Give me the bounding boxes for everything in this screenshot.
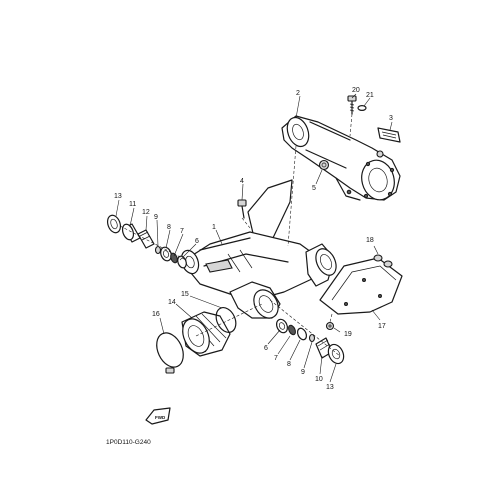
transom-housing (281, 115, 401, 201)
callout-4: 4 (240, 178, 244, 185)
washer-21 (357, 104, 367, 111)
callout-8-upper: 8 (167, 224, 171, 231)
right-bushing-stack (275, 318, 345, 365)
callout-9-lower: 9 (301, 369, 305, 376)
callout-20: 20 (352, 87, 360, 94)
label-plate (377, 127, 401, 143)
cover-plate-17 (319, 257, 403, 315)
callout-2: 2 (296, 90, 300, 97)
callout-9-upper: 9 (154, 214, 158, 221)
screw-19 (325, 321, 335, 331)
callout-13-upper: 13 (114, 193, 122, 200)
cap-18 (373, 254, 393, 268)
fwd-label: FWD (155, 415, 166, 420)
callout-13-lower: 13 (326, 384, 334, 391)
bellows-boot (181, 311, 231, 357)
callout-10: 10 (315, 376, 323, 383)
callout-6-lower: 6 (264, 345, 268, 352)
callout-18: 18 (366, 237, 374, 244)
callout-15: 15 (181, 291, 189, 298)
callout-19: 19 (344, 331, 352, 338)
callout-14: 14 (168, 299, 176, 306)
callout-17: 17 (378, 323, 386, 330)
clamp-16 (156, 332, 184, 374)
bolt-20 (347, 95, 357, 115)
callout-16: 16 (152, 311, 160, 318)
callout-1: 1 (212, 224, 216, 231)
callout-8-lower: 8 (287, 361, 291, 368)
bolt-4 (237, 199, 247, 219)
swing-arm (180, 179, 337, 319)
callout-6-upper: 6 (195, 238, 199, 245)
left-bushing-stack (106, 214, 187, 269)
callout-12: 12 (142, 209, 150, 216)
callout-21: 21 (366, 92, 374, 99)
callout-3: 3 (389, 115, 393, 122)
callout-5: 5 (312, 185, 316, 192)
leader-lines (115, 93, 393, 383)
callout-7-lower: 7 (274, 355, 278, 362)
callout-labels: 1 2 3 4 5 6 6 7 7 8 8 9 9 10 11 12 13 13… (114, 87, 393, 391)
diagram-code: 1P0D110-G240 (106, 439, 151, 446)
clamp-15 (215, 307, 237, 333)
callout-7-upper: 7 (180, 228, 184, 235)
fwd-arrow-icon: FWD (145, 407, 171, 425)
nipple-5 (318, 159, 330, 171)
callout-11: 11 (129, 201, 136, 208)
